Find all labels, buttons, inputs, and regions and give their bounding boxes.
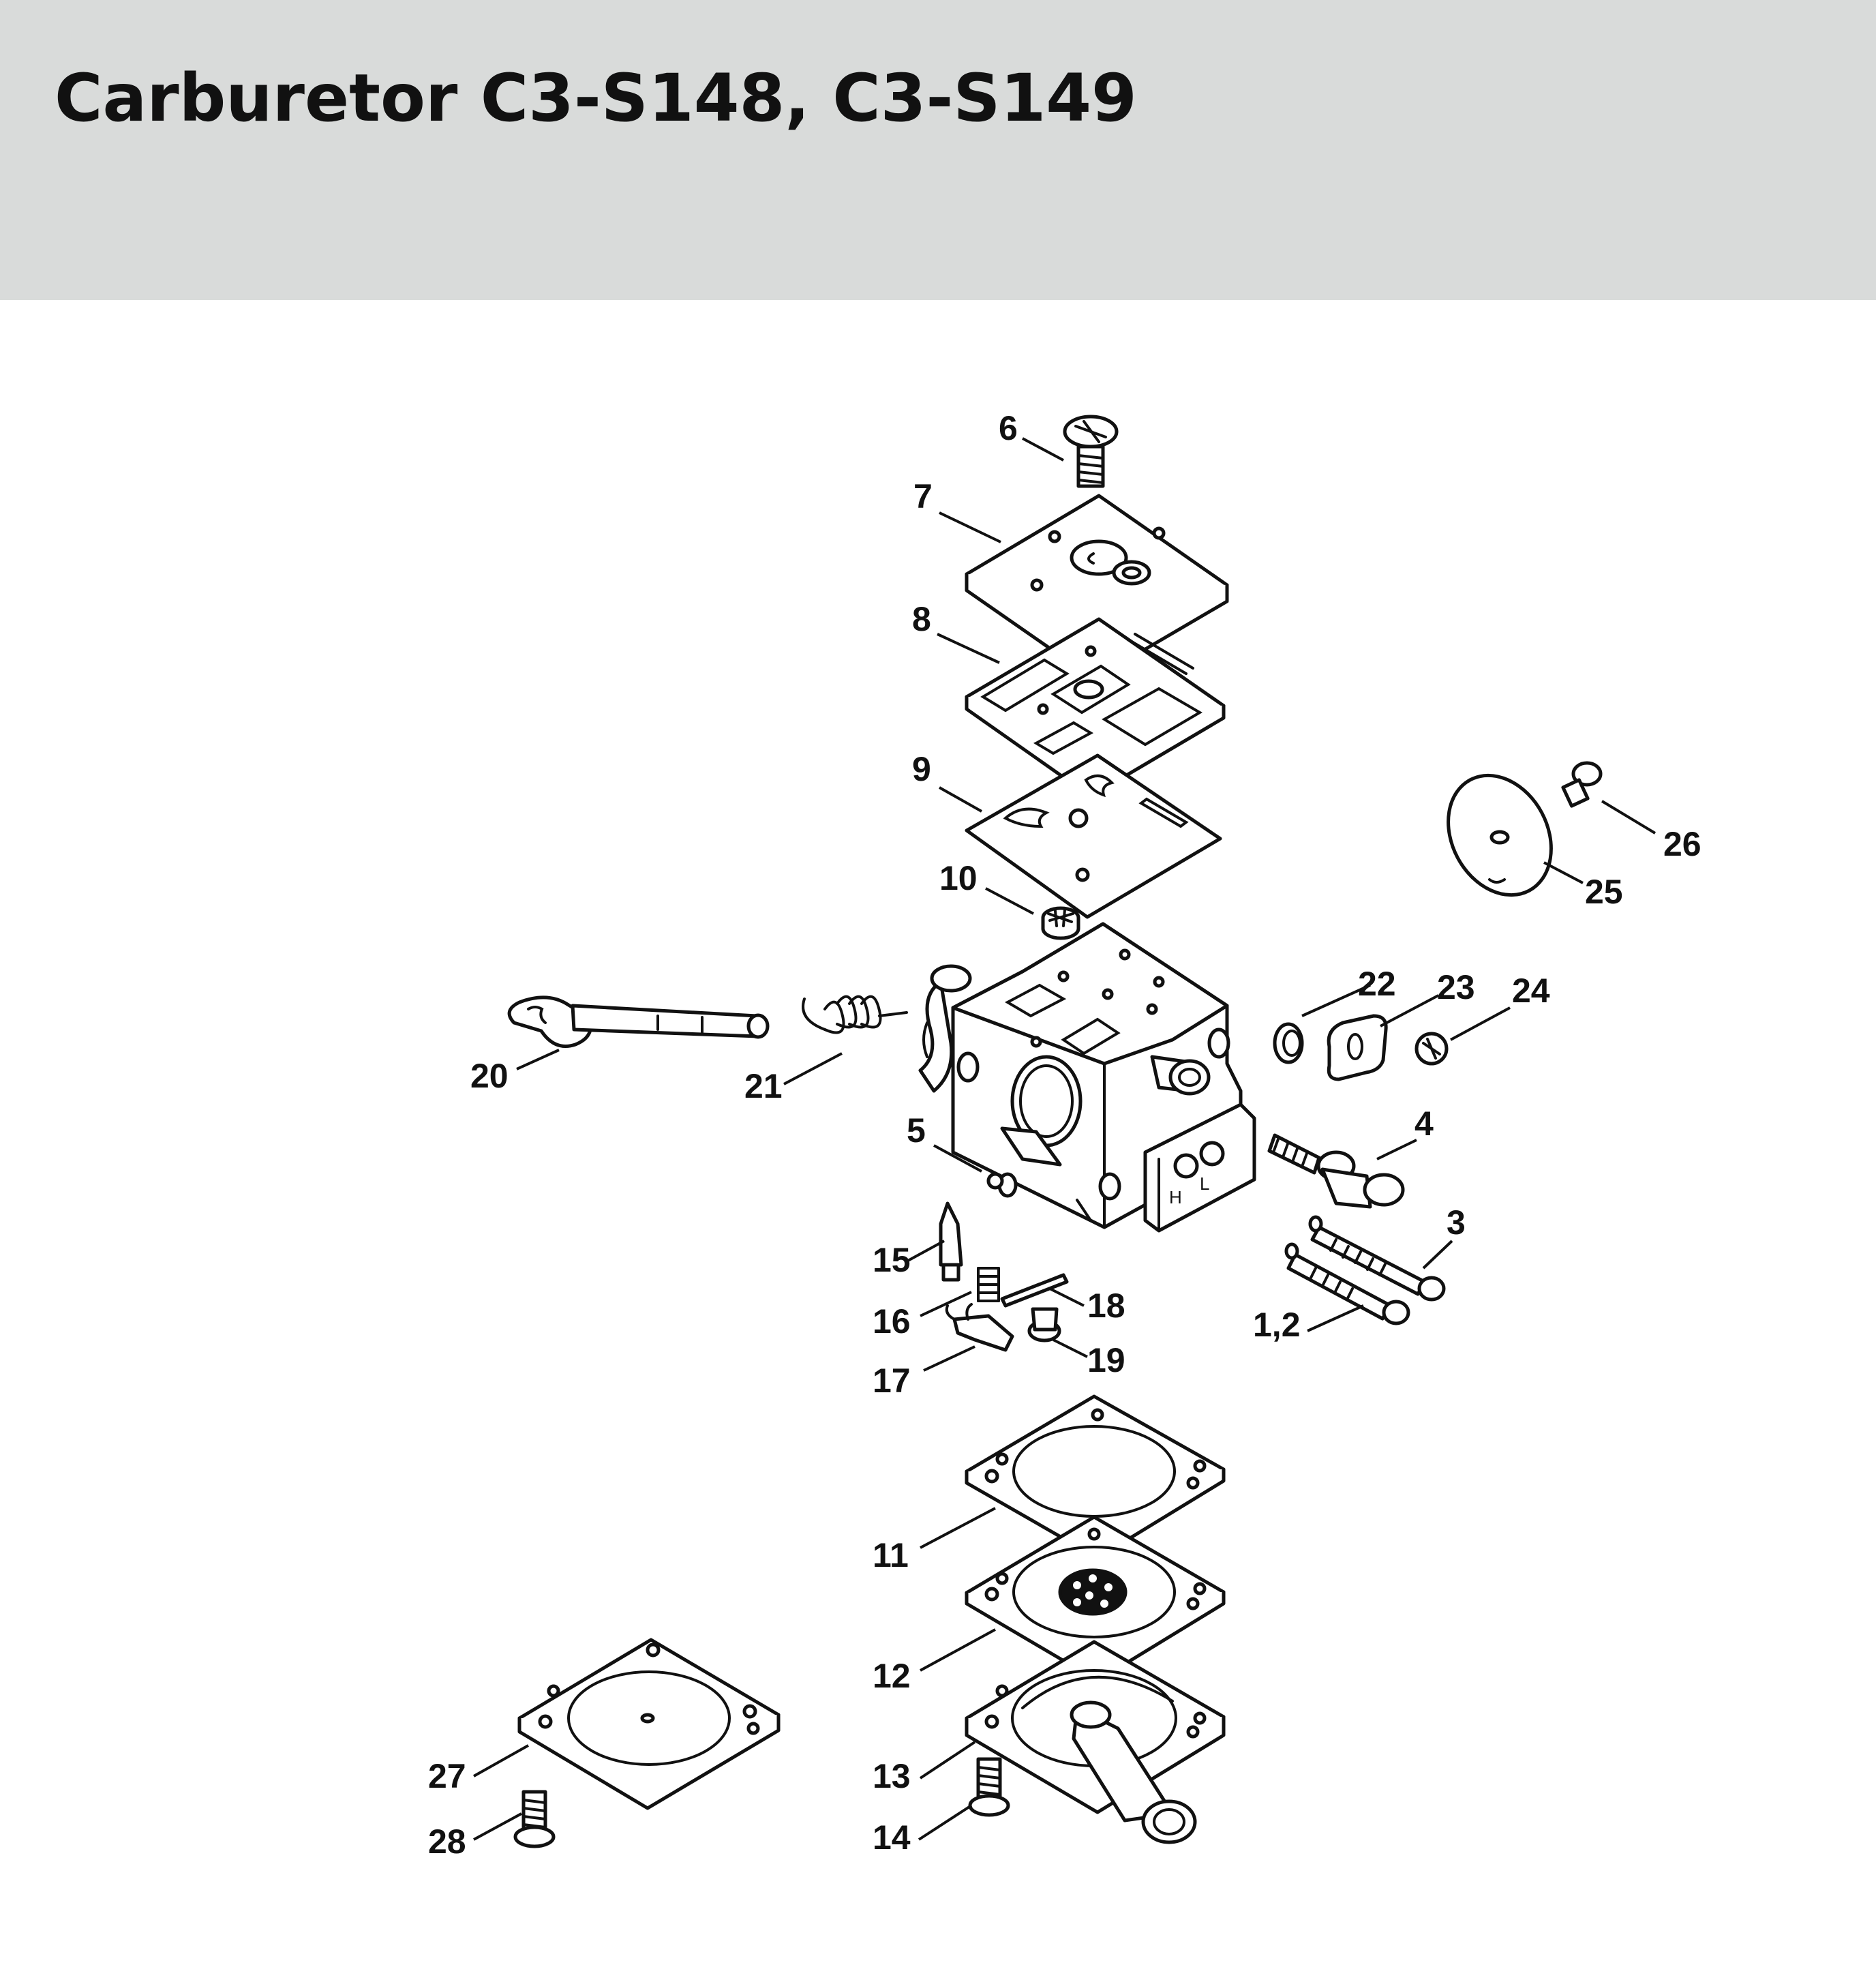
callout-20: 20	[470, 1057, 509, 1095]
leader-28	[473, 1812, 522, 1841]
callout-23: 23	[1437, 968, 1475, 1006]
leader-13	[919, 1741, 976, 1780]
leader-25	[1543, 861, 1584, 884]
callout-8: 8	[912, 600, 931, 638]
callout-5: 5	[907, 1111, 926, 1150]
leader-8	[937, 633, 1000, 664]
part-17-lever[interactable]	[945, 1303, 1014, 1352]
part-25-throttle-plate[interactable]	[1428, 758, 1571, 913]
leader-10	[985, 887, 1034, 915]
leader-7	[939, 511, 1001, 543]
leader-27	[473, 1744, 529, 1777]
leader-19	[1053, 1338, 1088, 1358]
leader-24	[1450, 1006, 1511, 1041]
callout-10: 10	[939, 859, 978, 897]
part-23-lever[interactable]	[1327, 1014, 1388, 1081]
part-22-bushing[interactable]	[1273, 1022, 1304, 1064]
needle-h-mark: H	[1169, 1187, 1182, 1208]
callout-19: 19	[1087, 1341, 1125, 1379]
callout-21: 21	[744, 1067, 783, 1105]
callout-12: 12	[873, 1657, 911, 1695]
part-16-spring[interactable]	[977, 1267, 1000, 1302]
part-12-metering-diaphragm[interactable]	[965, 1515, 1226, 1683]
callout-18: 18	[1087, 1287, 1125, 1325]
callout-24: 24	[1512, 972, 1550, 1010]
callout-6: 6	[999, 409, 1018, 447]
part-8-gasket[interactable]	[965, 617, 1226, 798]
callout-25: 25	[1585, 873, 1623, 911]
needle-l-mark: L	[1200, 1173, 1209, 1194]
part-18-pin[interactable]	[1000, 1273, 1069, 1308]
part-10-filter-screen[interactable]	[1041, 906, 1080, 940]
callout-11: 11	[873, 1536, 909, 1574]
callout-4: 4	[1414, 1105, 1434, 1143]
callout-27: 27	[428, 1757, 466, 1795]
leader-5	[933, 1144, 982, 1173]
header-band: Carburetor C3-S148, C3-S149	[0, 0, 1876, 300]
leader-26	[1601, 800, 1656, 835]
leader-3	[1422, 1240, 1453, 1270]
callout-17: 17	[873, 1362, 911, 1400]
leader-12	[920, 1628, 996, 1672]
part-9-diaphragm[interactable]	[965, 753, 1222, 919]
leader-20	[516, 1049, 560, 1070]
part-3-needle[interactable]	[1308, 1215, 1446, 1302]
callout-13: 13	[873, 1757, 911, 1795]
leader-6	[1022, 437, 1064, 462]
callout-9: 9	[912, 750, 931, 788]
part-14-screw[interactable]	[968, 1757, 1010, 1817]
callout-7: 7	[913, 477, 933, 515]
callout-22: 22	[1358, 965, 1396, 1003]
leader-15	[906, 1240, 945, 1263]
callout-16: 16	[873, 1302, 911, 1340]
part-20-throttle-shaft[interactable]	[507, 995, 770, 1048]
leader-16	[920, 1291, 972, 1317]
carburetor-body[interactable]: H L	[918, 922, 1256, 1233]
leader-14	[918, 1804, 973, 1841]
leader-23	[1380, 994, 1439, 1028]
part-24-screw[interactable]	[1414, 1032, 1449, 1066]
part-26-screw[interactable]	[1561, 761, 1603, 808]
leader-21	[783, 1052, 843, 1085]
part-1-2-needles[interactable]	[1284, 1242, 1410, 1325]
page-title: Carburetor C3-S148, C3-S149	[55, 60, 1137, 136]
callout-1-2: 1,2	[1253, 1306, 1301, 1344]
part-15-inlet-needle[interactable]	[939, 1201, 963, 1282]
part-13-metering-cover[interactable]	[965, 1640, 1226, 1844]
callout-14: 14	[873, 1818, 911, 1857]
callout-26: 26	[1663, 825, 1701, 863]
callout-28: 28	[428, 1822, 466, 1861]
part-27-cover-plate[interactable]	[517, 1638, 781, 1810]
part-6-screw[interactable]	[1063, 415, 1119, 488]
leader-1-2	[1307, 1304, 1364, 1332]
leader-4	[1376, 1139, 1417, 1160]
leader-9	[939, 786, 982, 813]
callout-15: 15	[873, 1241, 911, 1279]
leader-17	[923, 1345, 975, 1372]
part-28-screw[interactable]	[513, 1790, 556, 1848]
leader-18	[1049, 1287, 1085, 1307]
part-4-inlet-fitting[interactable]	[1267, 1133, 1405, 1209]
leader-22	[1301, 984, 1371, 1017]
part-21-spring[interactable]	[802, 995, 908, 1034]
part-19-screw[interactable]	[1027, 1307, 1061, 1342]
callout-3: 3	[1447, 1203, 1466, 1242]
part-5-ball[interactable]	[986, 1172, 1004, 1190]
leader-11	[920, 1507, 996, 1549]
